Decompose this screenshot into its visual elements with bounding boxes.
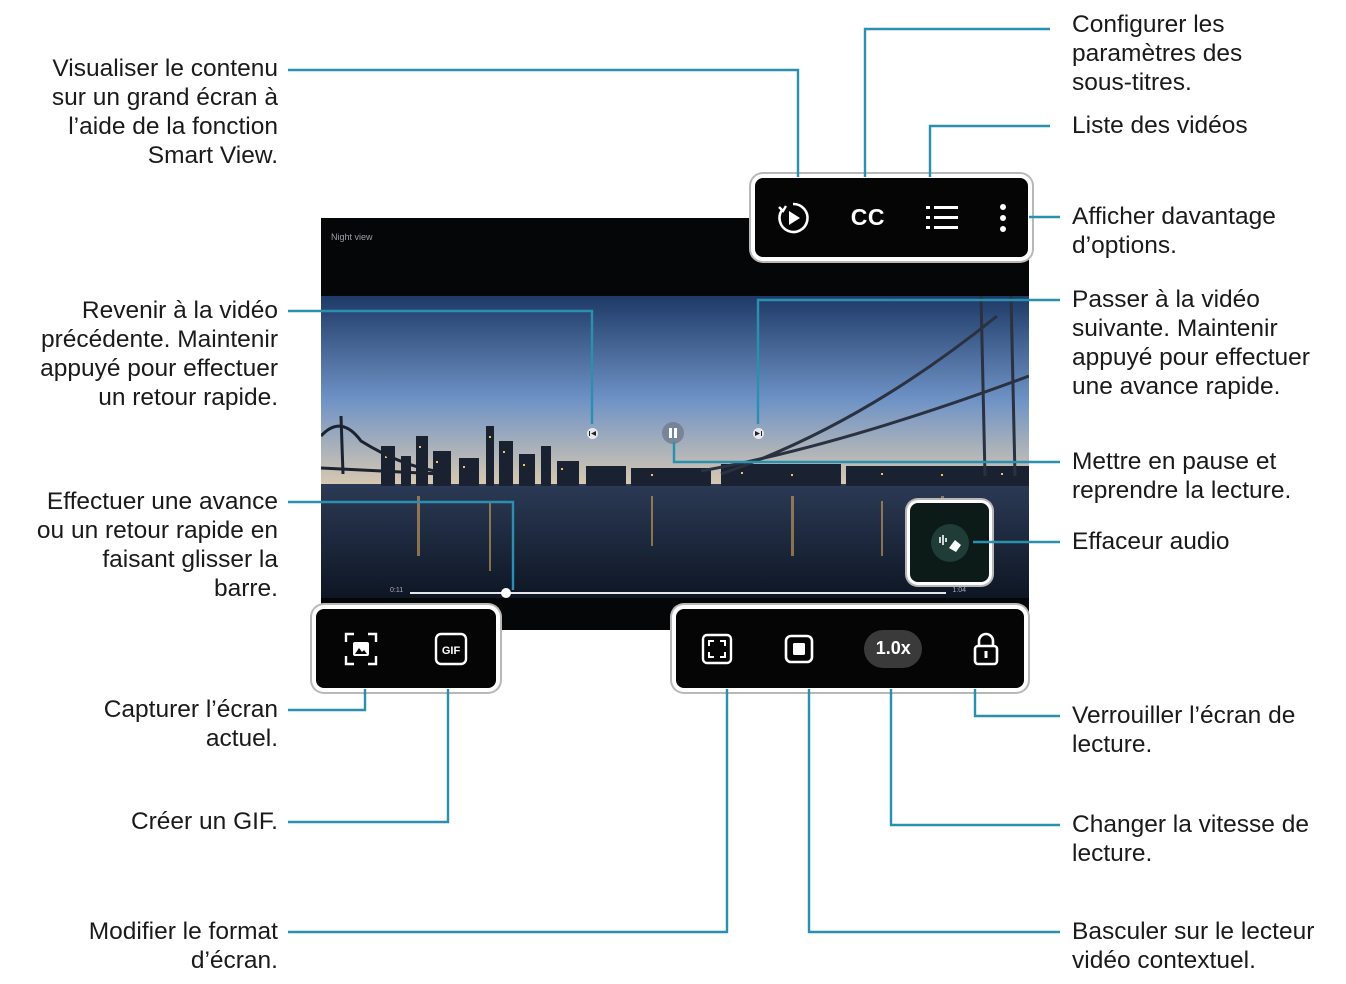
previous-button[interactable] — [587, 428, 598, 439]
seek-handle[interactable] — [501, 588, 512, 598]
lock-icon — [973, 632, 999, 665]
bottom-right-controls-bar: 1.0x — [676, 609, 1024, 688]
video-title: Night view — [331, 232, 373, 242]
capture-button[interactable] — [344, 632, 378, 666]
smart-view-icon — [777, 202, 809, 233]
popup-player-button[interactable] — [784, 634, 814, 664]
screen-ratio-button[interactable] — [701, 633, 733, 665]
next-icon — [755, 431, 762, 436]
top-controls-bar: CC — [755, 178, 1028, 257]
seek-track — [410, 592, 946, 594]
total-time: 1:04 — [952, 587, 966, 594]
gif-label: GIF — [442, 645, 461, 657]
pause-button[interactable] — [662, 422, 684, 444]
seek-bar[interactable]: 0:11 1:04 — [388, 585, 968, 601]
screen-ratio-icon — [702, 633, 733, 664]
more-options-icon — [1000, 203, 1007, 232]
gif-icon: GIF — [434, 632, 468, 665]
audio-eraser-icon — [930, 523, 969, 562]
callout-video-list: Liste des vidéos — [1072, 112, 1248, 139]
subtitles-icon: CC — [850, 204, 886, 230]
callout-gif: Créer un GIF. — [130, 808, 278, 835]
previous-icon — [589, 431, 596, 436]
smart-view-button[interactable] — [776, 201, 810, 235]
bottom-left-controls-bar: GIF — [316, 609, 496, 688]
pause-icon — [669, 428, 677, 438]
next-button[interactable] — [753, 428, 764, 439]
current-time: 0:11 — [390, 587, 404, 594]
more-options-button[interactable] — [999, 203, 1007, 232]
callout-eraser: Effaceur audio — [1072, 528, 1230, 555]
capture-icon — [344, 632, 378, 665]
popup-player-icon — [784, 634, 814, 663]
list-icon — [926, 205, 959, 229]
playback-speed-icon: 1.0x — [864, 629, 923, 668]
subtitles-button[interactable]: CC — [851, 204, 885, 231]
gif-button[interactable]: GIF — [434, 632, 468, 666]
video-list-button[interactable] — [926, 205, 959, 231]
audio-eraser-button[interactable] — [910, 503, 989, 582]
lock-button[interactable] — [973, 632, 999, 666]
playback-speed-button[interactable]: 1.0x — [864, 629, 923, 668]
